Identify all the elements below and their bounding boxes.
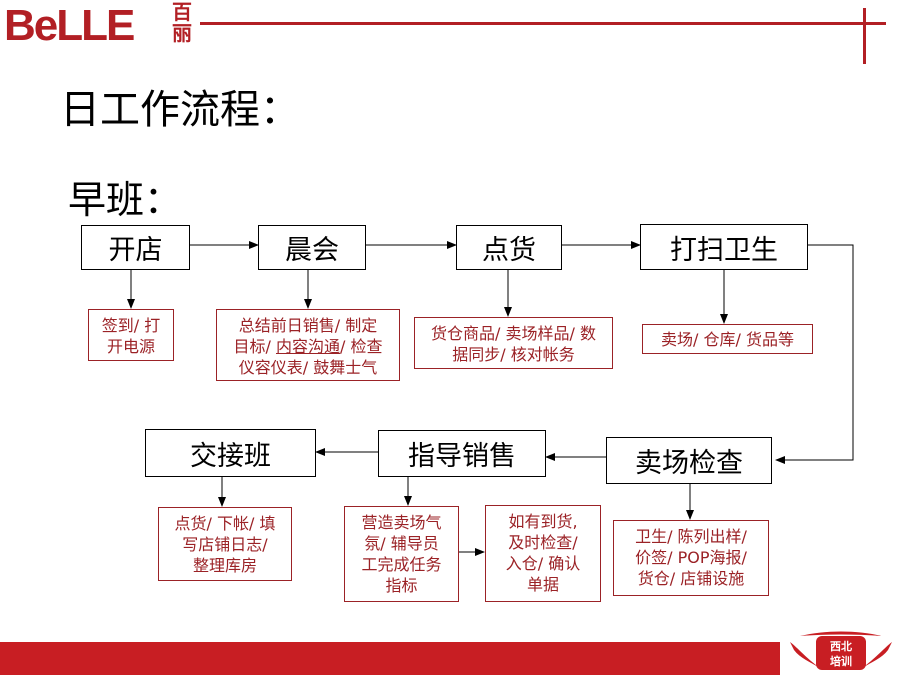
step-count-goods-label: 点货 xyxy=(482,235,536,266)
seal-swoosh-icon xyxy=(800,631,882,636)
note-guide-sales-line-3: 工完成任务 xyxy=(361,555,442,574)
note-floor-check-line-3: 货仓/ 店铺设施 xyxy=(637,569,745,588)
note-count-goods-line-2: 据同步/ 核对帐务 xyxy=(452,345,575,364)
note-cleaning: 卖场/ 仓库/ 货品等 xyxy=(642,324,813,354)
belle-logo-chinese: 百 丽 xyxy=(170,2,194,44)
note-open-store-line-1: 签到/ 打 xyxy=(101,316,161,335)
note-open-store-line-2: 开电源 xyxy=(106,337,155,356)
step-cleaning-label: 打扫卫生 xyxy=(670,234,778,266)
note-floor-check-line-2: 价签/ POP海报/ xyxy=(635,548,747,567)
step-count-goods: 点货 xyxy=(456,225,562,270)
step-cleaning: 打扫卫生 xyxy=(640,224,808,270)
page-title: 日工作流程： xyxy=(60,87,300,133)
seal-text-line-2: 培训 xyxy=(830,654,852,668)
note-arrivals-line-2: 及时检查/ xyxy=(508,533,578,552)
note-floor-check-line-1: 卫生/ 陈列出样/ xyxy=(635,527,747,546)
note-cleaning-line-1: 卖场/ 仓库/ 货品等 xyxy=(661,329,794,349)
seal-right-wing-icon xyxy=(862,642,892,668)
note-handover-line-3: 整理库房 xyxy=(192,556,257,575)
header-cross-vertical xyxy=(863,8,866,64)
note-morning-meeting-line-2b: / 检查 xyxy=(340,337,383,356)
step-guide-sales-label: 指导销售 xyxy=(408,441,516,472)
footer-red-bar xyxy=(0,642,780,675)
step-guide-sales: 指导销售 xyxy=(378,430,546,477)
note-count-goods-line-1: 货仓商品/ 卖场样品/ 数 xyxy=(431,324,596,343)
note-morning-meeting-line-1: 总结前日销售/ 制定 xyxy=(238,316,378,335)
note-arrivals-line-4: 单据 xyxy=(526,575,559,594)
step-open-store-label: 开店 xyxy=(108,235,163,266)
belle-logo: BeLLE xyxy=(4,1,135,50)
note-morning-meeting-line-2-underlined: 内容沟通 xyxy=(275,337,340,356)
step-handover: 交接班 xyxy=(145,429,316,477)
logo-char-1: 百 xyxy=(172,0,192,24)
note-floor-check: 卫生/ 陈列出样/ 价签/ POP海报/ 货仓/ 店铺设施 xyxy=(613,520,769,596)
header-divider-line xyxy=(200,22,886,25)
note-arrivals-line-1: 如有到货, xyxy=(508,512,578,531)
note-guide-sales-line-2: 氛/ 辅导员 xyxy=(364,534,439,553)
logo-char-2: 丽 xyxy=(172,21,192,45)
step-floor-check-label: 卖场检查 xyxy=(635,448,743,479)
northwest-training-seal: 西北 培训 xyxy=(790,631,892,670)
note-count-goods: 货仓商品/ 卖场样品/ 数 据同步/ 核对帐务 xyxy=(414,317,613,369)
arrow-clean-to-floorcheck xyxy=(775,244,854,464)
note-arrivals: 如有到货, 及时检查/ 入仓/ 确认 单据 xyxy=(485,505,601,602)
note-guide-sales-line-4: 指标 xyxy=(385,576,418,595)
note-morning-meeting-line-2: 目标/ 内容沟通/ 检查 xyxy=(221,336,395,357)
note-open-store: 签到/ 打 开电源 xyxy=(88,309,174,361)
note-guide-sales: 营造卖场气 氛/ 辅导员 工完成任务 指标 xyxy=(344,506,459,602)
step-open-store: 开店 xyxy=(81,225,190,270)
step-floor-check: 卖场检查 xyxy=(606,437,772,484)
step-handover-label: 交接班 xyxy=(190,440,271,472)
step-morning-meeting-label: 晨会 xyxy=(285,235,339,266)
step-morning-meeting: 晨会 xyxy=(258,225,366,270)
seal-left-wing-icon xyxy=(790,642,820,668)
note-handover: 点货/ 下帐/ 填 写店铺日志/ 整理库房 xyxy=(158,507,292,581)
note-handover-line-1: 点货/ 下帐/ 填 xyxy=(174,514,276,533)
section-title-morning-shift: 早班： xyxy=(68,178,183,222)
note-morning-meeting-line-3: 仪容仪表/ 鼓舞士气 xyxy=(238,358,378,377)
note-guide-sales-line-1: 营造卖场气 xyxy=(361,513,442,532)
note-handover-line-2: 写店铺日志/ xyxy=(182,535,268,554)
note-arrivals-line-3: 入仓/ 确认 xyxy=(505,554,581,573)
note-morning-meeting: 总结前日销售/ 制定 目标/ 内容沟通/ 检查 仪容仪表/ 鼓舞士气 xyxy=(216,309,400,381)
seal-text-line-1: 西北 xyxy=(830,639,852,653)
note-morning-meeting-line-2a: 目标/ xyxy=(233,337,276,356)
